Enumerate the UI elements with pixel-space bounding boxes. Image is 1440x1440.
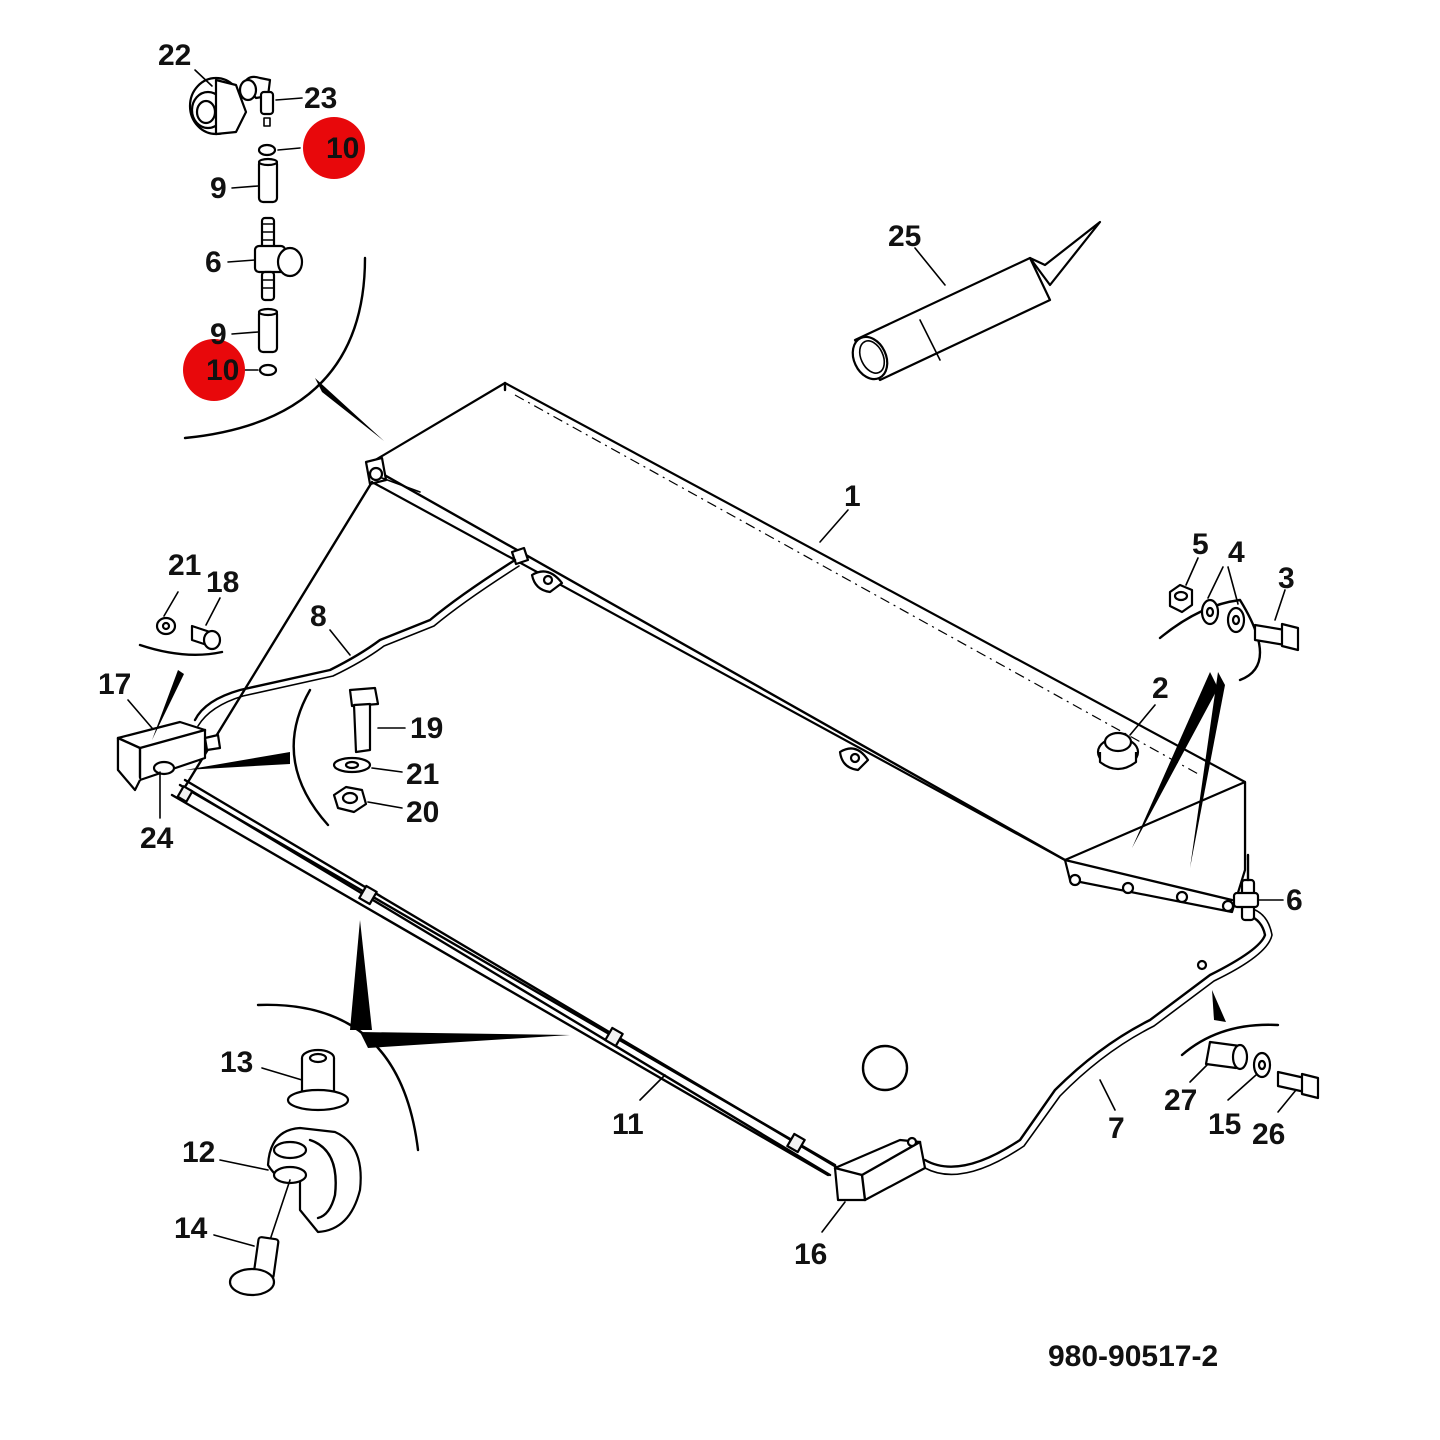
detail-left-mid bbox=[185, 686, 380, 827]
callout-18: 18 bbox=[206, 566, 239, 599]
sealant-cartridge-25 bbox=[851, 220, 1102, 382]
callout-20: 20 bbox=[406, 796, 439, 829]
callout-4: 4 bbox=[1228, 536, 1245, 569]
callout-16: 16 bbox=[794, 1238, 827, 1271]
callout-11: 11 bbox=[612, 1108, 644, 1141]
callout-21-lower: 21 bbox=[406, 758, 439, 791]
highlight-marker-10-upper bbox=[303, 117, 365, 179]
detail-bottom-right bbox=[1180, 990, 1320, 1100]
block-17 bbox=[116, 720, 222, 792]
leader-lines bbox=[127, 69, 1297, 1247]
callout-6-upper: 6 bbox=[205, 246, 222, 279]
callout-24: 24 bbox=[140, 822, 174, 855]
callout-2: 2 bbox=[1152, 672, 1169, 705]
callout-10-lower: 10 bbox=[206, 354, 239, 387]
callout-9-upper: 9 bbox=[210, 172, 227, 205]
callout-13: 13 bbox=[220, 1046, 253, 1079]
detail-bottom-left bbox=[228, 920, 570, 1297]
callout-25: 25 bbox=[888, 220, 921, 253]
callout-6-right: 6 bbox=[1286, 884, 1303, 917]
block-16 bbox=[833, 1136, 927, 1202]
tube-8 bbox=[193, 558, 520, 727]
tube-7 bbox=[923, 907, 1273, 1176]
callout-5: 5 bbox=[1192, 528, 1209, 561]
callout-14: 14 bbox=[174, 1212, 208, 1245]
detail-right-top bbox=[1132, 566, 1300, 868]
callout-21-upper: 21 bbox=[168, 549, 201, 582]
callout-23: 23 bbox=[304, 82, 337, 115]
callout-27: 27 bbox=[1164, 1084, 1197, 1117]
callout-19: 19 bbox=[410, 712, 443, 745]
callout-8: 8 bbox=[310, 600, 327, 633]
callout-3: 3 bbox=[1278, 562, 1295, 595]
tube-11 bbox=[170, 783, 837, 1177]
tank-part-1 bbox=[364, 381, 1247, 914]
callout-12: 12 bbox=[182, 1136, 215, 1169]
callout-9-lower: 9 bbox=[210, 318, 227, 351]
callout-15: 15 bbox=[1208, 1108, 1241, 1141]
detail-top-left bbox=[183, 75, 384, 441]
callout-22: 22 bbox=[158, 39, 191, 72]
callout-10-upper: 10 bbox=[326, 132, 359, 165]
callout-17: 17 bbox=[98, 668, 131, 701]
highlight-markers bbox=[183, 117, 365, 401]
callout-26: 26 bbox=[1252, 1118, 1285, 1151]
drawing-number: 980-90517-2 bbox=[1048, 1340, 1218, 1373]
callout-7: 7 bbox=[1108, 1112, 1125, 1145]
highlight-marker-10-lower bbox=[183, 339, 245, 401]
callout-1: 1 bbox=[844, 480, 861, 513]
callout-labels: 22 23 10 9 6 9 10 25 1 5 4 3 2 21 18 8 1… bbox=[98, 39, 1303, 1271]
detail-left-top bbox=[138, 616, 224, 740]
